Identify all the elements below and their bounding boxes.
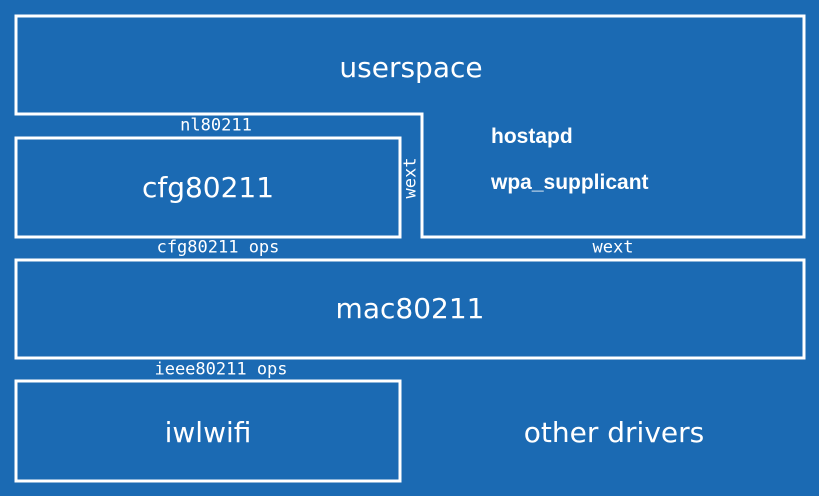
mac80211-box: [14, 258, 806, 360]
cfg80211-ops-interface-label: cfg80211 ops: [156, 237, 280, 258]
wext-horizontal-label: wext: [592, 237, 634, 258]
iwlwifi-label: iwlwifi: [164, 416, 252, 449]
cfg80211-box: [14, 136, 402, 239]
userspace-box: [14, 14, 806, 239]
mac80211-label: mac80211: [335, 292, 485, 325]
wpa-supplicant-label: wpa_supplicant: [491, 171, 649, 194]
ieee80211-ops-interface-label: ieee80211 ops: [154, 359, 288, 380]
cfg80211-label: cfg80211: [141, 171, 275, 204]
wext-vertical-label: wext: [400, 157, 421, 199]
nl80211-interface-label: nl80211: [180, 115, 252, 136]
other-drivers-label: other drivers: [523, 416, 705, 449]
iwlwifi-box: [14, 379, 402, 483]
hostapd-label: hostapd: [491, 125, 573, 148]
userspace-label: userspace: [339, 51, 483, 84]
